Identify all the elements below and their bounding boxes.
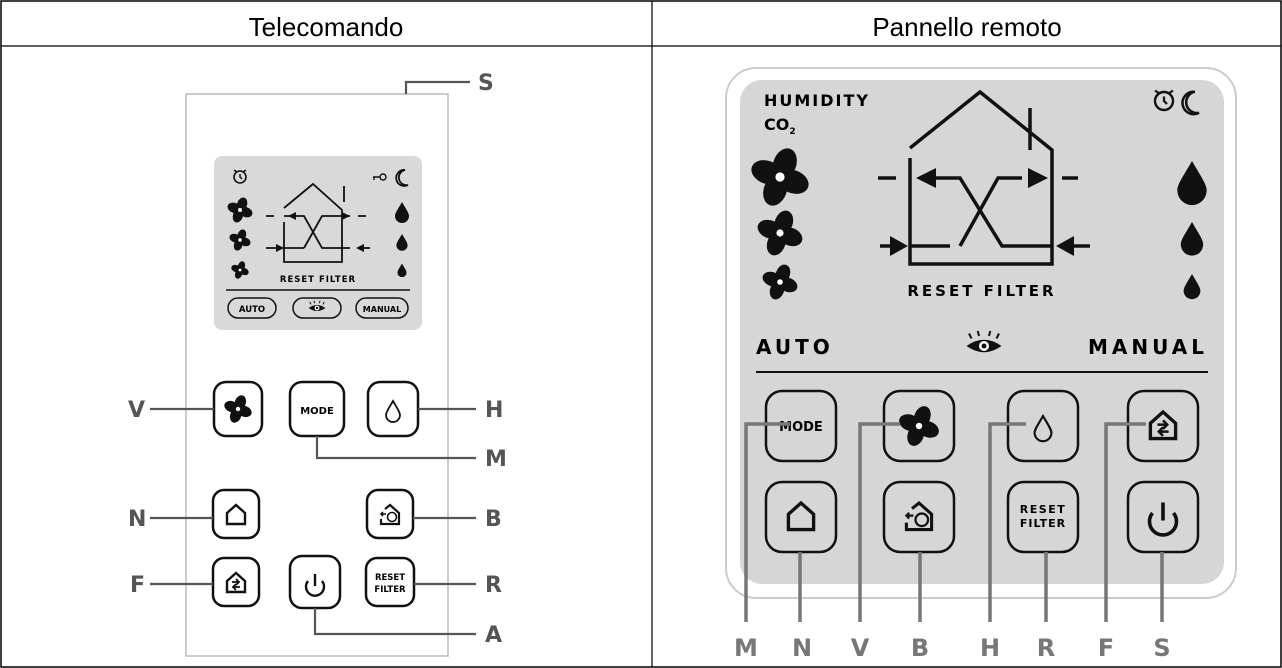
mode-button[interactable]: MODE (288, 380, 346, 438)
label-n: N (792, 634, 812, 662)
fan-button[interactable] (212, 380, 264, 438)
mode-button-label: MODE (300, 406, 334, 417)
reset-filter-button[interactable]: RESET FILTER (364, 556, 416, 608)
callout-lines-left (150, 80, 476, 636)
display-manual-label: MANUAL (363, 305, 401, 314)
display-auto (227, 297, 277, 319)
co2-label: CO2 (764, 115, 796, 137)
header-telecomando: Telecomando (248, 12, 404, 42)
reset-label-1: RESET (1020, 503, 1066, 516)
reset-label-2: FILTER (1020, 517, 1066, 530)
humidity-button[interactable] (366, 380, 420, 438)
display-auto-label: AUTO (239, 305, 265, 315)
label-s: S (1153, 634, 1170, 662)
label-b: B (911, 634, 929, 662)
fan-button[interactable] (882, 389, 956, 463)
timer-button[interactable] (882, 480, 956, 554)
label-h: H (980, 634, 1000, 662)
label-f: F (1098, 634, 1114, 662)
label-v: V (128, 398, 145, 423)
callout-labels-left: S V H M N B F R A (128, 71, 507, 648)
label-b: B (485, 507, 502, 532)
humidity-button[interactable] (1006, 389, 1080, 463)
remote-panel: HUMIDITY CO2 RESET FILTER AUTO MANUAL M (725, 67, 1237, 662)
label-s: S (478, 71, 494, 96)
mode-button[interactable]: MODE (764, 389, 838, 463)
label-m: M (734, 634, 758, 662)
heat-exchanger-icon (878, 89, 1090, 266)
power-button[interactable] (288, 554, 342, 610)
display-eye (292, 297, 342, 319)
humidity-label: HUMIDITY (764, 91, 870, 110)
power-button[interactable] (1126, 480, 1200, 554)
display-reset-filter: RESET FILTER (280, 275, 356, 285)
label-v: V (851, 634, 870, 662)
display-manual (355, 297, 409, 319)
header-pannello-remoto: Pannello remoto (872, 12, 1062, 42)
bypass-button[interactable] (1126, 389, 1200, 463)
callout-lines-right (744, 422, 1164, 622)
night-button[interactable] (211, 488, 261, 540)
display-manual: MANUAL (1088, 335, 1208, 359)
reset-label-2: FILTER (374, 585, 406, 595)
reset-label-1: RESET (375, 573, 405, 583)
label-r: R (1037, 634, 1055, 662)
label-n: N (128, 507, 146, 532)
bypass-button[interactable] (211, 556, 261, 608)
label-a: A (485, 623, 502, 648)
callout-labels-right: M N V B H R F S (734, 634, 1171, 662)
display-reset-filter: RESET FILTER (907, 282, 1056, 300)
label-h: H (485, 398, 503, 423)
label-f: F (130, 573, 145, 598)
label-m: M (485, 447, 507, 472)
reset-filter-button[interactable]: RESET FILTER (1006, 480, 1080, 554)
mode-button-label: MODE (779, 420, 823, 435)
label-r: R (485, 573, 502, 598)
night-button[interactable] (764, 480, 838, 554)
key-icon (373, 173, 387, 181)
remote-control: RESET FILTER AUTO MANUAL MODE (128, 71, 507, 657)
remote-display (214, 156, 422, 330)
timer-button[interactable] (365, 488, 415, 540)
display-auto: AUTO (756, 335, 834, 359)
